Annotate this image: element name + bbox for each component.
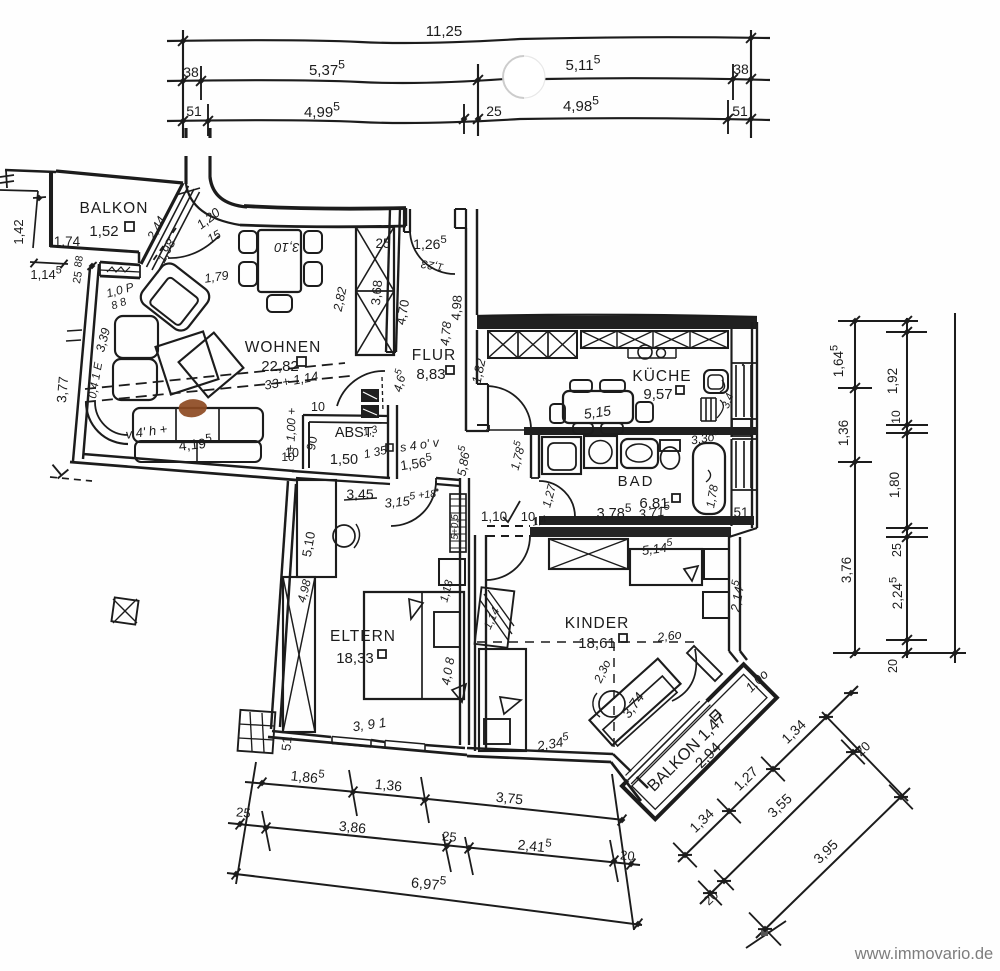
svg-text:2,415: 2,415 — [517, 834, 552, 855]
svg-text:BALKON: BALKON — [80, 200, 149, 217]
svg-text:s 4 o' v: s 4 o' v — [399, 435, 441, 454]
svg-text:4,0 8: 4,0 8 — [439, 656, 458, 686]
svg-text:4,98: 4,98 — [294, 578, 314, 604]
svg-text:1,52: 1,52 — [89, 223, 118, 240]
svg-text:2,245: 2,245 — [887, 577, 905, 609]
svg-text:3,4: 3,4 — [720, 392, 737, 410]
svg-text:5,115: 5,115 — [566, 53, 601, 74]
svg-text:10: 10 — [889, 410, 903, 424]
svg-text:51: 51 — [278, 736, 294, 752]
svg-text:25: 25 — [441, 828, 457, 844]
svg-text:3,715: 3,715 — [637, 500, 672, 522]
svg-text:90: 90 — [304, 435, 320, 451]
svg-text:5,375: 5,375 — [309, 58, 345, 79]
svg-text:1,3: 1,3 — [362, 423, 379, 438]
svg-text:88: 88 — [72, 255, 86, 269]
svg-text:1 35: 1 35 — [362, 443, 388, 462]
svg-text:ABST.: ABST. — [335, 425, 375, 441]
svg-text:ELTERN: ELTERN — [330, 628, 396, 645]
svg-text:WOHNEN: WOHNEN — [245, 339, 322, 356]
svg-text:1,74: 1,74 — [54, 234, 81, 249]
svg-text:v 4' h +: v 4' h + — [125, 421, 169, 442]
svg-text:1,23: 1,23 — [420, 257, 445, 273]
svg-text:4,70: 4,70 — [393, 298, 412, 326]
svg-text:5,15: 5,15 — [583, 402, 612, 422]
svg-text:51: 51 — [186, 103, 202, 119]
svg-text:1,145: 1,145 — [30, 265, 61, 282]
svg-text:2,6o: 2,6o — [655, 627, 682, 644]
svg-text:1,42: 1,42 — [11, 219, 26, 244]
svg-text:8,83: 8,83 — [416, 366, 445, 383]
svg-text:25: 25 — [235, 804, 251, 820]
svg-text:9,57: 9,57 — [643, 386, 672, 403]
svg-text:10: 10 — [281, 450, 295, 464]
svg-text:5,10: 5,10 — [299, 530, 318, 558]
svg-text:1,865: 1,865 — [290, 765, 325, 786]
svg-text:38: 38 — [183, 64, 199, 80]
svg-text:5+0,5: 5+0,5 — [450, 514, 461, 540]
svg-text:www.immovario.de: www.immovario.de — [854, 945, 993, 963]
svg-text:KÜCHE: KÜCHE — [632, 367, 691, 385]
svg-text:51: 51 — [733, 505, 748, 520]
svg-text:1,565: 1,565 — [399, 451, 434, 473]
svg-text:1,78: 1,78 — [703, 483, 721, 509]
svg-text:4,195: 4,195 — [178, 432, 213, 453]
svg-text:+ 1,00 +: + 1,00 + — [283, 408, 299, 453]
svg-text:FLUR: FLUR — [412, 347, 456, 364]
svg-text:3,86: 3,86 — [338, 818, 367, 837]
svg-text:18,33: 18,33 — [336, 650, 374, 667]
svg-text:1,79: 1,79 — [203, 268, 229, 285]
svg-text:2,145: 2,145 — [725, 579, 748, 614]
svg-text:1,92: 1,92 — [885, 368, 900, 394]
svg-text:5,865: 5,865 — [452, 445, 473, 478]
svg-text:4,78: 4,78 — [438, 321, 454, 347]
svg-text:25: 25 — [890, 543, 904, 557]
svg-text:1,265: 1,265 — [413, 234, 447, 252]
svg-text:KINDER: KINDER — [565, 615, 630, 632]
svg-text:3, 9 1: 3, 9 1 — [352, 715, 388, 735]
svg-text:BAD: BAD — [618, 473, 655, 490]
svg-text:20: 20 — [619, 847, 635, 863]
svg-text:3,77: 3,77 — [54, 376, 71, 403]
svg-text:25: 25 — [486, 103, 502, 119]
svg-text:10: 10 — [285, 446, 299, 460]
svg-text:20: 20 — [886, 659, 900, 673]
svg-text:11,25: 11,25 — [426, 23, 462, 40]
svg-text:25: 25 — [375, 236, 390, 251]
svg-text:3,39: 3,39 — [93, 326, 113, 353]
svg-text:10: 10 — [521, 509, 535, 524]
svg-text:1,10: 1,10 — [481, 509, 507, 524]
svg-text:3,68: 3,68 — [368, 279, 385, 306]
svg-text:1,36: 1,36 — [836, 420, 851, 446]
svg-text:10: 10 — [311, 400, 325, 414]
svg-text:1,4: 1,4 — [531, 513, 548, 528]
svg-text:22,82: 22,82 — [261, 358, 299, 375]
svg-text:1,36: 1,36 — [374, 776, 403, 795]
svg-text:4,98: 4,98 — [448, 295, 465, 321]
svg-text:1,80: 1,80 — [887, 472, 902, 498]
svg-text:18,61: 18,61 — [578, 635, 616, 652]
svg-text:5,145: 5,145 — [641, 536, 674, 558]
svg-text:3,76: 3,76 — [839, 557, 854, 583]
svg-text:38: 38 — [733, 61, 749, 77]
svg-text:3,10: 3,10 — [274, 240, 300, 255]
svg-text:1,50: 1,50 — [330, 452, 358, 468]
svg-text:1,27: 1,27 — [539, 482, 559, 509]
svg-text:1,82: 1,82 — [469, 356, 489, 385]
svg-text:4,985: 4,985 — [563, 94, 599, 115]
svg-text:51: 51 — [732, 103, 748, 119]
svg-text:25: 25 — [71, 270, 85, 284]
svg-text:3,785: 3,785 — [597, 501, 632, 522]
svg-text:6,81: 6,81 — [639, 495, 668, 512]
svg-text:2,82: 2,82 — [331, 286, 350, 314]
svg-text:15: 15 — [205, 227, 224, 246]
svg-text:8 8: 8 8 — [110, 296, 129, 313]
svg-text:1,645: 1,645 — [828, 345, 846, 377]
svg-text:4,995: 4,995 — [304, 100, 340, 121]
svg-text:3,75: 3,75 — [495, 789, 524, 808]
